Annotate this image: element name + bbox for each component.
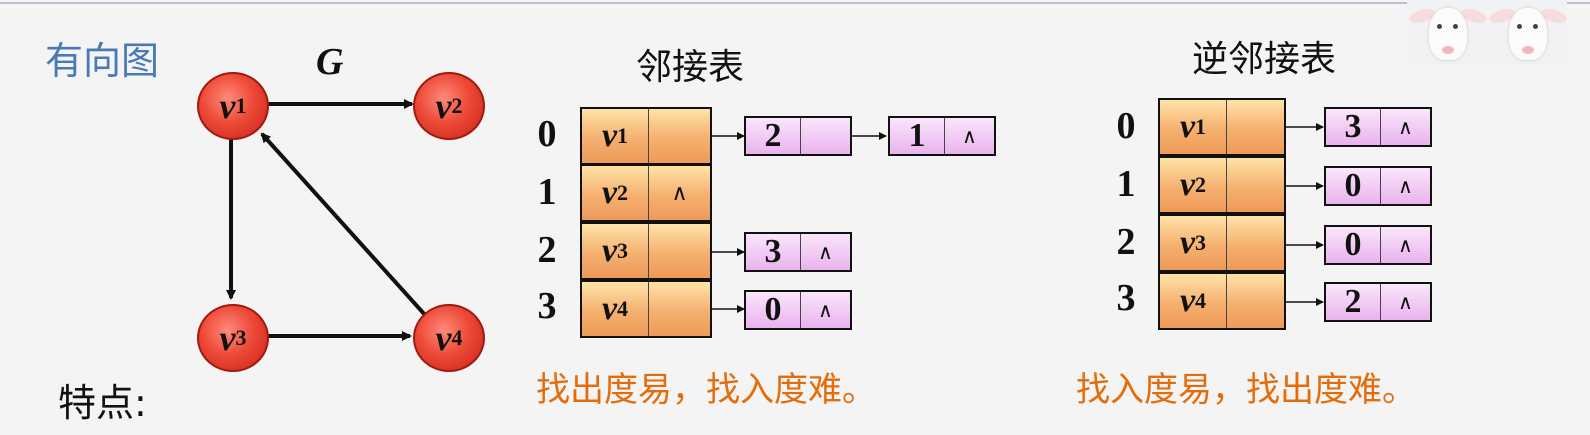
- inverse-index-2: 2: [1116, 221, 1136, 263]
- top-divider: [0, 2, 1590, 4]
- goat-face-right: [1487, 0, 1567, 66]
- inverse-edge-node-1: 0∧: [1324, 166, 1432, 206]
- edge-v4-v1: [260, 132, 428, 318]
- inverse-edge-node-2: 0∧: [1324, 225, 1432, 265]
- adjacency-edge-node-3-0: 0∧: [744, 290, 852, 330]
- inverse-index-0: 0: [1116, 105, 1136, 147]
- adjacency-index-0: 0: [537, 113, 557, 155]
- inverse-edge-node-0: 3∧: [1324, 107, 1432, 147]
- inverse-note: 找入度易，找出度难。: [1076, 370, 1416, 410]
- inverse-edge-node-3: 2∧: [1324, 282, 1432, 322]
- graph-name: G: [316, 41, 344, 83]
- feature-label: 特点:: [58, 381, 147, 425]
- inverse-index-1: 1: [1116, 163, 1136, 205]
- adjacency-index-2: 2: [537, 229, 557, 271]
- adjacency-edge-node-0-0: 2: [744, 116, 852, 156]
- goat-photo: [1407, 0, 1567, 66]
- goat-face-left: [1407, 0, 1487, 66]
- inverse-title: 逆邻接表: [1192, 39, 1337, 80]
- adjacency-edge-node-2-0: 3∧: [744, 232, 852, 272]
- adjacency-note: 找出度易，找入度难。: [536, 370, 876, 410]
- adjacency-index-3: 3: [537, 285, 557, 327]
- adjacency-index-1: 1: [537, 171, 557, 213]
- adjacency-title: 邻接表: [636, 47, 745, 88]
- adjacency-edge-node-0-1: 1∧: [888, 116, 996, 156]
- inverse-index-3: 3: [1116, 277, 1136, 319]
- slide-title: 有向图: [45, 39, 160, 83]
